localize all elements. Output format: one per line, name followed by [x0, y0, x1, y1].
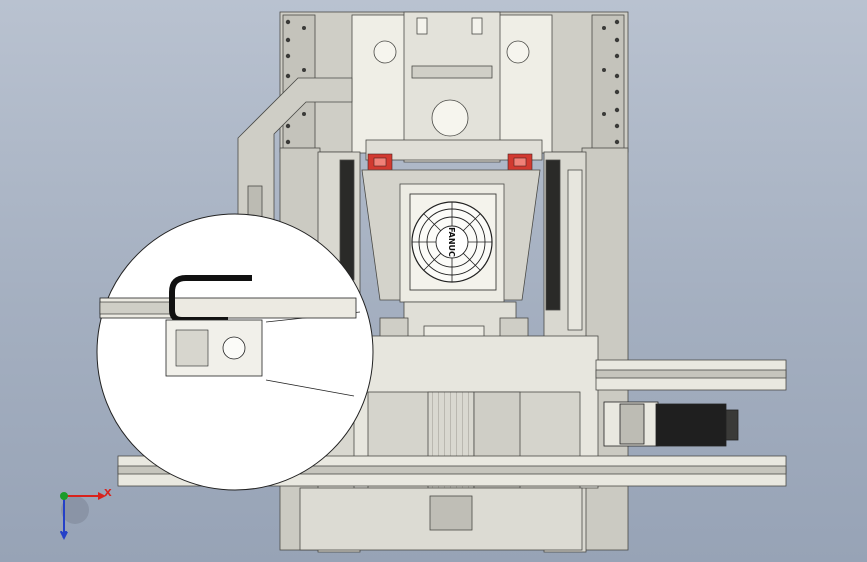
x-servo-motor	[603, 401, 739, 447]
top-carriage-plate	[351, 11, 553, 163]
axis-triad	[60, 492, 106, 540]
bottom-feet	[299, 487, 583, 551]
detail-view	[96, 213, 374, 491]
y-axis-label: Y	[60, 530, 68, 541]
fan-brand-label: FANUC	[447, 227, 456, 257]
x-axis-label: X	[104, 488, 112, 499]
linear-guide-blocks	[367, 153, 533, 173]
fanuc-fan	[409, 193, 497, 291]
